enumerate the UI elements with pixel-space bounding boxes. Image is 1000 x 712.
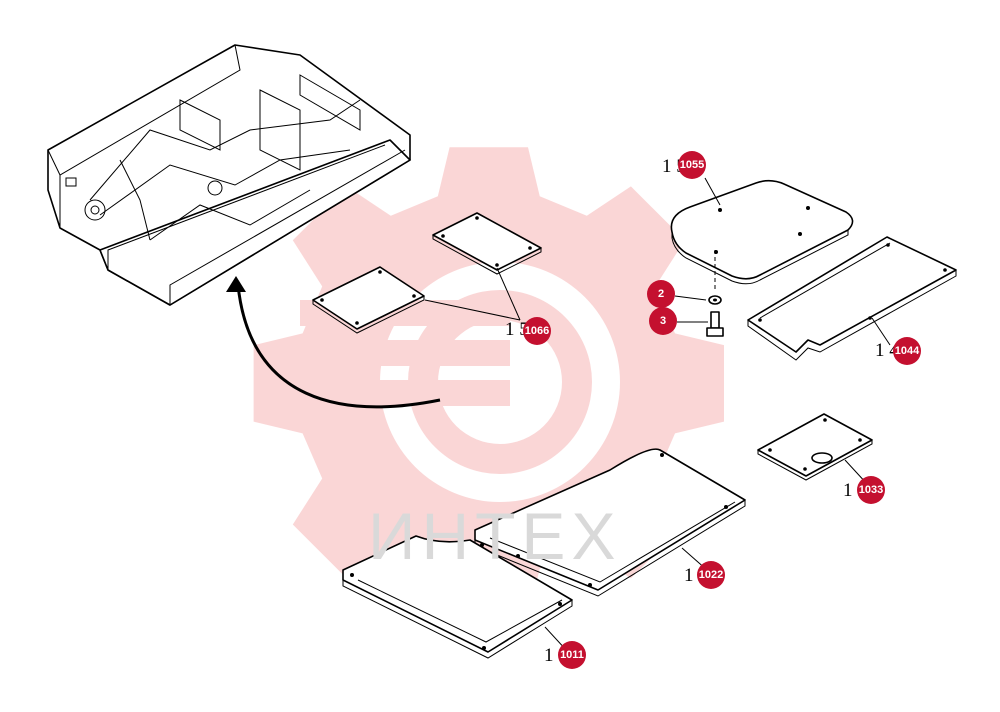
watermark-text: ИНТЕХ (368, 499, 622, 573)
watermark-gear-logo (253, 147, 724, 618)
large-plate-1011 (342, 535, 573, 659)
callout-badge-3[interactable]: 3 (649, 307, 677, 335)
cover-plate-1055 (670, 179, 854, 285)
callout-badge-1011[interactable]: 1011 (558, 641, 586, 669)
long-plate-1044 (747, 236, 957, 361)
small-plates (312, 212, 542, 334)
part-number-1044: 1 4 (875, 340, 899, 361)
bolt-and-washer (706, 250, 724, 337)
assembly-arrow (226, 276, 441, 409)
part-number-1066: 1 5 (505, 319, 529, 340)
callout-badge-1044[interactable]: 1044 (893, 337, 921, 365)
callout-badge-1066[interactable]: 1066 (523, 317, 551, 345)
callout-badge-1022[interactable]: 1022 (697, 561, 725, 589)
callout-badge-2[interactable]: 2 (647, 280, 675, 308)
callout-badge-1033[interactable]: 1033 (857, 476, 885, 504)
small-plate-1033 (757, 413, 873, 481)
callout-badge-1055[interactable]: 1055 (678, 151, 706, 179)
main-frame-assembly (47, 44, 411, 306)
